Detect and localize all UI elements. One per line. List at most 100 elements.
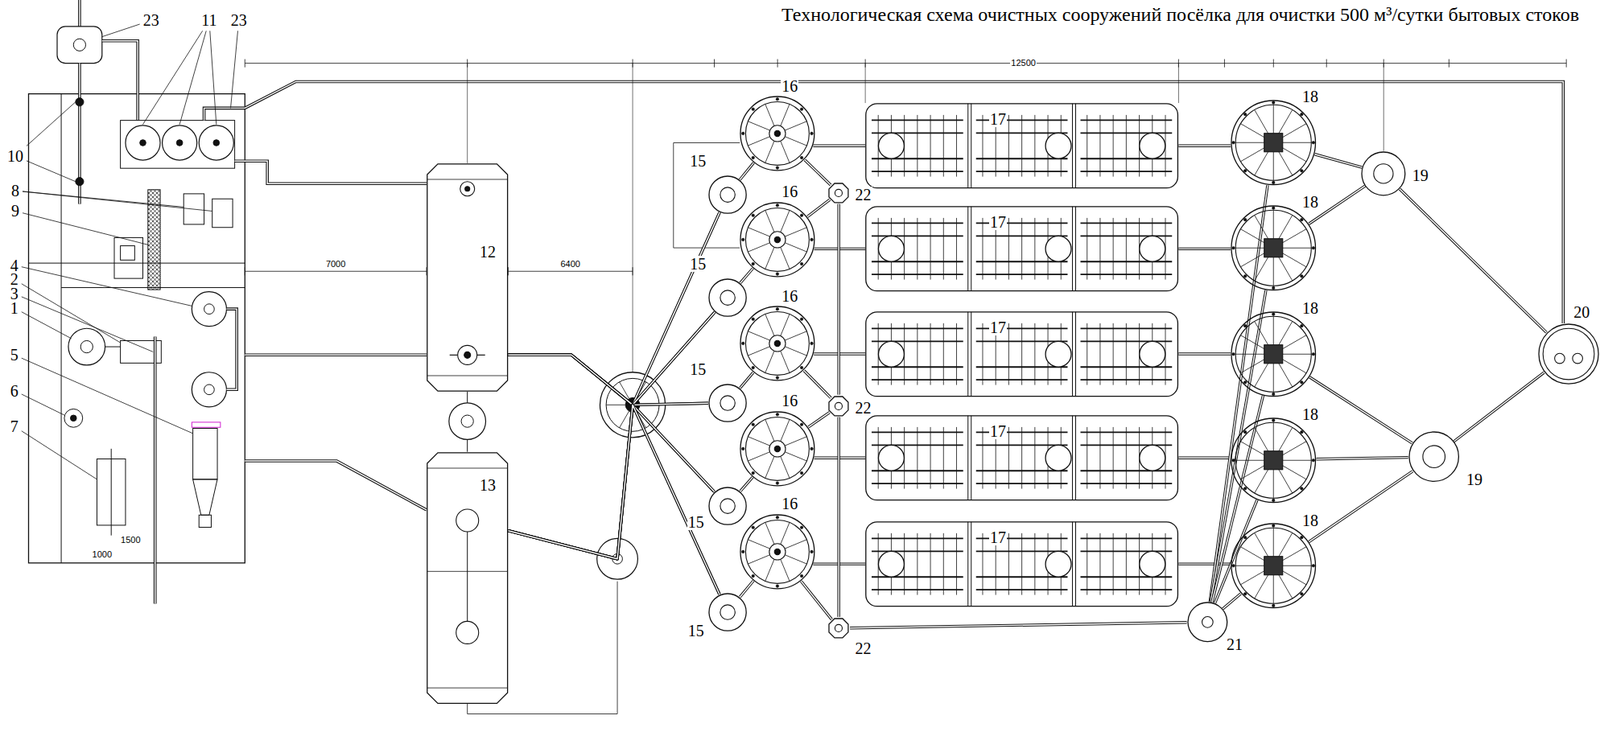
tank-detail bbox=[477, 354, 486, 356]
extension-line bbox=[1178, 63, 1180, 104]
tank-detail bbox=[1072, 311, 1073, 396]
tank-detail bbox=[1034, 533, 1036, 596]
tank-detail bbox=[967, 522, 969, 607]
tank-detail bbox=[1075, 103, 1077, 189]
tank-detail bbox=[780, 210, 790, 232]
tank-outline bbox=[720, 395, 735, 411]
tank-outline bbox=[456, 509, 479, 532]
pipe-outline bbox=[804, 160, 831, 186]
tank-detail bbox=[1281, 547, 1307, 562]
dimension-text: 1000 bbox=[91, 550, 113, 560]
pipe-connector bbox=[1454, 372, 1545, 442]
tank-outline bbox=[709, 487, 747, 525]
leader-line bbox=[230, 30, 239, 108]
dimension-tick bbox=[1566, 59, 1568, 68]
tank-outline bbox=[878, 341, 905, 368]
tank-outline bbox=[865, 522, 1179, 607]
tank-detail bbox=[784, 540, 807, 549]
tank-detail bbox=[1100, 323, 1102, 386]
pipe-connector bbox=[812, 145, 866, 147]
pipe-connector bbox=[507, 312, 715, 560]
tank-outline bbox=[774, 130, 780, 137]
tank-outline bbox=[1232, 246, 1236, 250]
tank-drawing bbox=[828, 183, 849, 203]
leader-line bbox=[21, 431, 98, 480]
tank-shape bbox=[708, 278, 747, 318]
tank-detail bbox=[1254, 110, 1270, 136]
tank-outline bbox=[751, 107, 755, 112]
tank-outline bbox=[1201, 617, 1213, 629]
distribution-spoke bbox=[619, 411, 630, 429]
tank-shape bbox=[708, 383, 747, 423]
pipe-bore bbox=[1454, 372, 1545, 442]
tank-outline bbox=[775, 166, 780, 170]
tank-detail bbox=[1278, 110, 1293, 136]
tank-shape bbox=[1187, 602, 1229, 644]
tank bbox=[68, 328, 106, 366]
pipe-connector bbox=[1316, 457, 1409, 460]
tank-detail bbox=[1125, 323, 1127, 386]
valve bbox=[75, 98, 84, 107]
tank-detail bbox=[1281, 123, 1307, 139]
leader-line bbox=[26, 160, 76, 182]
pipe-outline bbox=[812, 144, 866, 148]
tank-detail bbox=[1021, 427, 1023, 490]
tank-detail bbox=[1235, 353, 1265, 355]
round-tank: 15 bbox=[708, 383, 747, 423]
tank-detail bbox=[982, 115, 984, 178]
tank-shape bbox=[739, 95, 816, 172]
tank-detail bbox=[1075, 311, 1077, 396]
callout-number: 15 bbox=[687, 622, 706, 640]
tank-detail bbox=[970, 522, 972, 607]
tank-outline bbox=[709, 384, 747, 422]
tank-detail bbox=[1278, 214, 1293, 240]
pipe-connector bbox=[1222, 593, 1241, 610]
pipe-line bbox=[111, 449, 112, 537]
pipe bbox=[226, 309, 237, 390]
tank-outline bbox=[800, 262, 804, 266]
tank-detail bbox=[1281, 334, 1307, 350]
dimension-tick bbox=[1448, 59, 1450, 68]
pump bbox=[64, 408, 83, 428]
pipe-bore bbox=[812, 145, 866, 147]
pipe-bore bbox=[1222, 593, 1241, 610]
callout-number: 23 bbox=[230, 12, 248, 29]
tank-drawing bbox=[1231, 418, 1316, 504]
tank-outline bbox=[800, 423, 804, 427]
pipe-bore bbox=[1316, 457, 1409, 460]
tank-shape bbox=[739, 514, 816, 590]
pipe bbox=[235, 160, 427, 184]
tank-shape bbox=[865, 103, 1179, 190]
pipe-bore bbox=[1178, 353, 1231, 355]
extension-line bbox=[865, 63, 866, 104]
aeration-tank: 17 bbox=[865, 206, 1179, 293]
tank-outline bbox=[1187, 602, 1228, 643]
tank bbox=[57, 26, 103, 64]
tank-detail bbox=[780, 559, 790, 582]
tank-shape bbox=[708, 593, 747, 632]
pipe-outline bbox=[740, 268, 754, 284]
tank-outline bbox=[1311, 246, 1316, 250]
tank-detail bbox=[956, 533, 957, 596]
leader-line bbox=[22, 191, 213, 211]
tank-detail bbox=[1113, 218, 1114, 281]
tank-detail bbox=[765, 140, 775, 163]
tank-detail bbox=[1086, 218, 1088, 281]
pipe-outline bbox=[1178, 457, 1231, 460]
pipe-bore bbox=[1178, 248, 1231, 250]
tank-shape bbox=[1408, 431, 1460, 483]
pipe-outline bbox=[507, 354, 709, 405]
tank-detail bbox=[917, 115, 919, 178]
tank-detail bbox=[930, 115, 932, 178]
tank-outline bbox=[775, 482, 780, 486]
tank-outline bbox=[1422, 445, 1446, 469]
tank-outline bbox=[1243, 430, 1247, 434]
tank-detail bbox=[917, 218, 919, 281]
tank-outline bbox=[810, 550, 814, 554]
tank-detail bbox=[956, 323, 957, 386]
pipe-bore bbox=[804, 160, 831, 186]
pipe-bore bbox=[1309, 377, 1413, 444]
tank-detail bbox=[943, 218, 945, 281]
tank-outline bbox=[1139, 235, 1166, 262]
pipe bbox=[244, 461, 427, 511]
